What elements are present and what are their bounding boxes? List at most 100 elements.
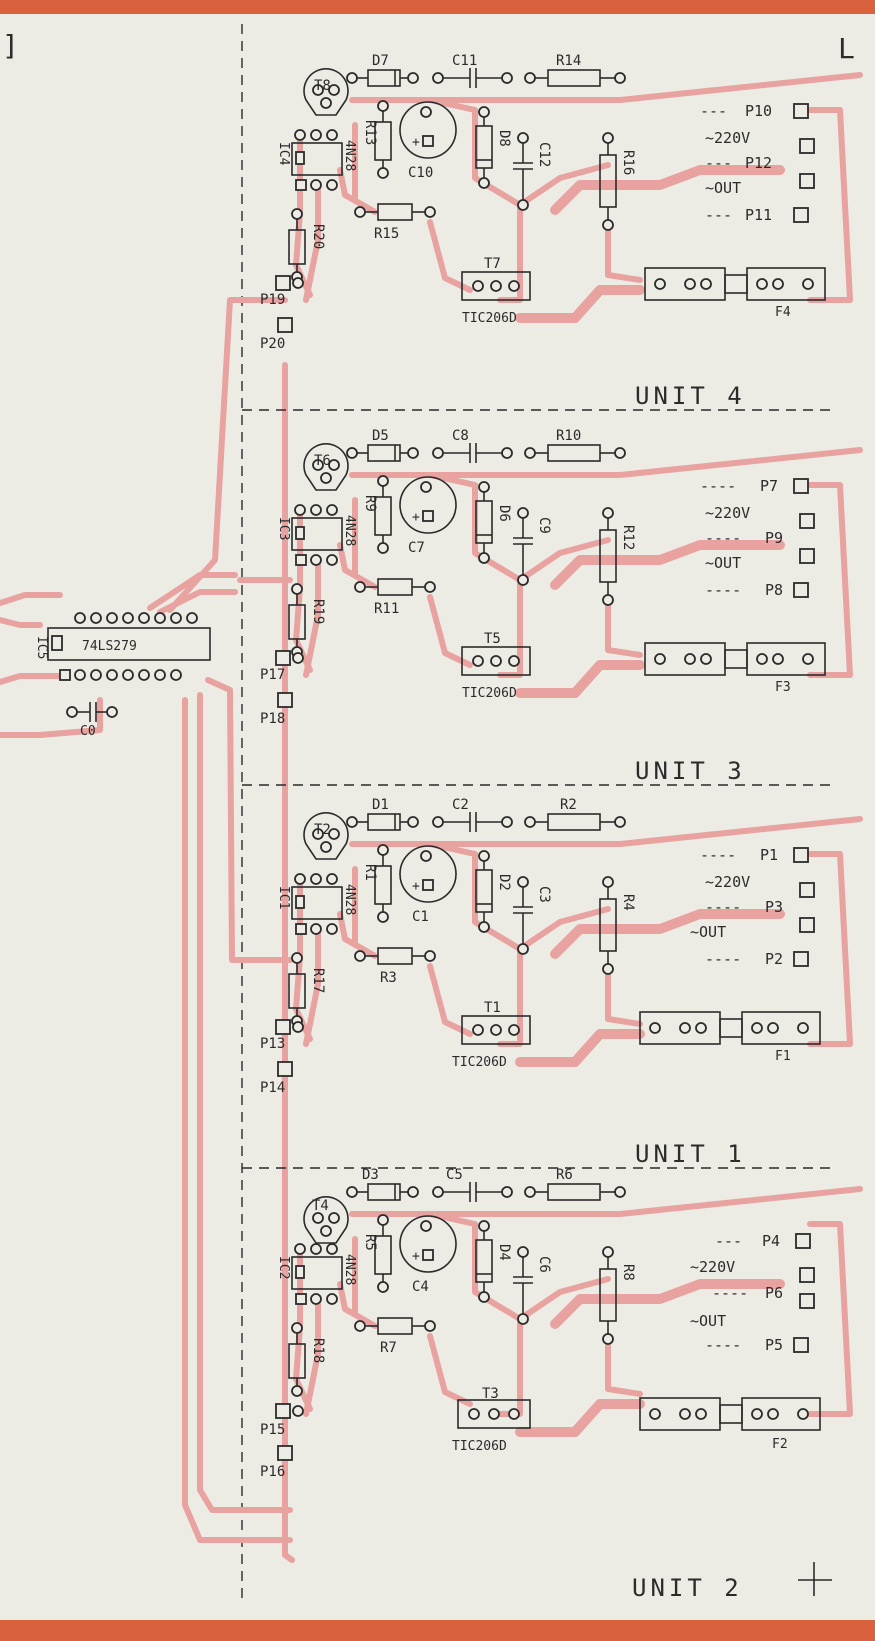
electrolytic-cap-label: C1 <box>412 909 429 925</box>
r-top-resistor: R6 <box>524 1167 626 1201</box>
label-220: ~220V <box>705 504 750 522</box>
c-vertical: C9 <box>513 507 552 586</box>
unit-block-2: D3 C5 R6 T4 <box>260 1167 863 1602</box>
fuse-label: F2 <box>772 1437 788 1452</box>
pin-out1: P17 <box>260 667 285 683</box>
d-vertical-label: D2 <box>496 874 512 891</box>
pin-top: P10 <box>745 102 772 120</box>
pin-bot: P8 <box>765 581 783 599</box>
r-horizontal-label: R11 <box>374 601 399 617</box>
c0-capacitor: C0 <box>66 702 118 739</box>
r-horizontal: R7 <box>354 1317 436 1356</box>
c-top-capacitor: C11 <box>432 53 513 88</box>
pin-mid-dash: ---- <box>705 529 741 547</box>
triac-ref: T5 <box>484 631 501 647</box>
r-vertical-bottom-label: R18 <box>310 1338 326 1363</box>
pin-out1: P15 <box>260 1422 285 1438</box>
r-vertical-right-label: R16 <box>620 150 636 175</box>
fuse-holder: F3 <box>644 642 826 695</box>
c0-label: C0 <box>80 724 96 739</box>
r-vertical-bottom-label: R20 <box>310 224 326 249</box>
r-top-resistor: R2 <box>524 797 626 831</box>
triac-ref: T7 <box>484 256 501 272</box>
corner-mark: L <box>838 32 855 65</box>
r-top-label: R6 <box>556 1167 573 1183</box>
r-horizontal-label: R15 <box>374 226 399 242</box>
c-vertical: C6 <box>513 1246 552 1325</box>
r-vertical-left: R1 <box>362 844 392 923</box>
cap-plus: + <box>412 510 420 525</box>
opto-part: 4N28 <box>342 884 357 915</box>
pin-mid-dash: ---- <box>712 1284 748 1302</box>
unit-title: UNIT 1 <box>635 1140 746 1168</box>
pin-bot: P2 <box>765 950 783 968</box>
d-top-diode: D5 <box>346 428 419 462</box>
pin-top-dash: ---- <box>700 846 736 864</box>
label-220: ~220V <box>705 873 750 891</box>
r-vertical-left: R13 <box>362 100 392 179</box>
triac-part: TIC206D <box>452 1055 507 1070</box>
unit-tracks <box>293 816 863 1067</box>
r-vertical-bottom: R20 <box>288 208 326 283</box>
c-top-capacitor: C8 <box>432 428 513 463</box>
triac: T7 TIC206D <box>461 256 531 326</box>
pin-bot-dash: ---- <box>705 1336 741 1354</box>
triac: T5 TIC206D <box>461 631 531 701</box>
pin-out2: P16 <box>260 1464 285 1480</box>
c-vertical: C3 <box>513 876 552 955</box>
unit-block-4: D7 C11 R14 T8 <box>242 53 863 411</box>
r-horizontal-label: R7 <box>380 1340 397 1356</box>
c-vertical-label: C6 <box>536 1256 552 1273</box>
optocoupler: IC4 4N28 <box>276 129 357 191</box>
d-top-diode: D1 <box>346 797 419 831</box>
left-bracket: ] <box>2 29 19 62</box>
pin-bot-dash: ---- <box>705 950 741 968</box>
pin-top: P7 <box>760 477 778 495</box>
r-vertical-left-label: R5 <box>362 1234 378 1251</box>
d-vertical-label: D4 <box>496 1244 512 1261</box>
optocoupler: IC2 4N28 <box>276 1243 357 1305</box>
connector-pins: P17 P18 <box>260 650 304 727</box>
label-out: ~OUT <box>690 923 726 941</box>
transistor-label: T2 <box>314 822 331 838</box>
label-out: ~OUT <box>705 179 741 197</box>
opto-ref: IC2 <box>276 1256 291 1279</box>
optocoupler: IC1 4N28 <box>276 873 357 935</box>
r-top-resistor: R10 <box>524 428 626 462</box>
r-vertical-left-label: R1 <box>362 864 378 881</box>
pin-top: P4 <box>762 1232 780 1250</box>
pin-mid: P9 <box>765 529 783 547</box>
triac-ref: T3 <box>482 1386 499 1402</box>
opto-ref: IC1 <box>276 886 291 909</box>
d-vertical: D4 <box>475 1220 512 1303</box>
transistor-label: T4 <box>312 1198 329 1214</box>
fuse-holder: F2 <box>639 1397 821 1452</box>
transistor: T4 <box>303 1196 349 1244</box>
label-220: ~220V <box>690 1258 735 1276</box>
d-top-label: D5 <box>372 428 389 444</box>
output-terminals: --- P4 ~220V ---- P6 ~OUT ---- P5 <box>690 1232 815 1354</box>
d-vertical: D6 <box>475 481 512 564</box>
ic5-bottom-pins <box>59 669 182 681</box>
output-terminals: ---- P7 ~220V ---- P9 ~OUT ---- P8 <box>700 477 815 599</box>
r-vertical-left: R9 <box>362 475 392 554</box>
c-top-label: C8 <box>452 428 469 444</box>
pin-mid: P6 <box>765 1284 783 1302</box>
r-horizontal: R11 <box>354 578 436 617</box>
electrolytic-cap-label: C10 <box>408 165 433 181</box>
opto-ref: IC4 <box>276 142 291 166</box>
triac-part: TIC206D <box>452 1439 507 1454</box>
pin-mid-dash: --- <box>705 154 732 172</box>
triac-part: TIC206D <box>462 686 517 701</box>
c-top-label: C11 <box>452 53 477 69</box>
pin-mid-dash: ---- <box>705 898 741 916</box>
transistor-label: T8 <box>314 78 331 94</box>
ic5-top-pins <box>74 612 198 624</box>
c-top-capacitor: C5 <box>432 1167 513 1202</box>
registration-cross-icon <box>798 1562 832 1596</box>
pin-bot-dash: ---- <box>705 581 741 599</box>
ic5-chip: 74LS279 IC5 <box>34 612 211 681</box>
r-vertical-bottom-label: R17 <box>310 968 326 993</box>
ic5-ref: IC5 <box>34 636 49 659</box>
unit-block-1: D1 C2 R2 T2 <box>242 797 863 1169</box>
